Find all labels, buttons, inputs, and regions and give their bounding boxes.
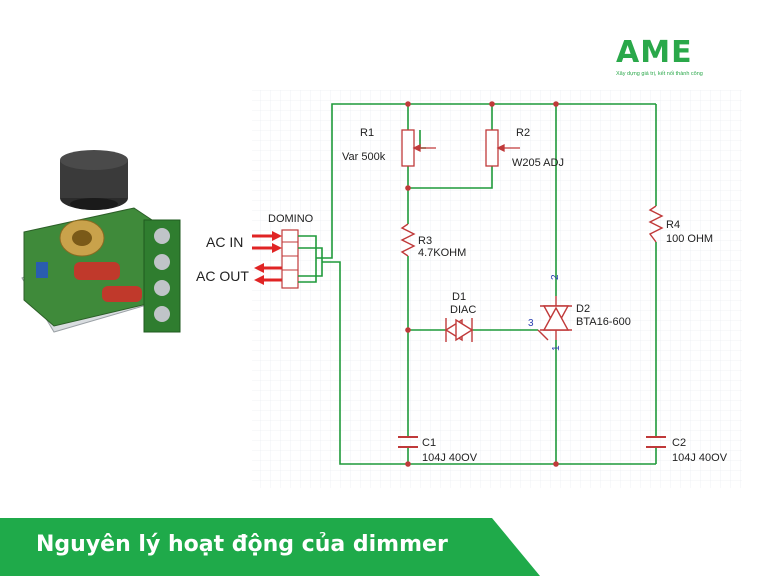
- r2-name: R2: [516, 127, 530, 139]
- r2-value: W205 ADJ: [512, 157, 564, 169]
- r1-potentiometer: [401, 129, 415, 167]
- r3-name: R3: [418, 235, 432, 247]
- banner-title: Nguyên lý hoạt động của dimmer: [36, 532, 448, 557]
- r4-name: R4: [666, 219, 680, 231]
- r1-value: Var 500k: [342, 151, 386, 163]
- brand-name: AME: [616, 35, 693, 70]
- d1-value: DIAC: [450, 304, 476, 316]
- brand-logo: AME Xây dựng giá trị, kết nối thành công: [616, 38, 736, 88]
- c1-capacitor: [398, 436, 418, 448]
- dimmer-module-image: [21, 150, 181, 333]
- r2-potentiometer: [485, 129, 499, 167]
- r3-value: 4.7KOHM: [418, 247, 466, 259]
- brand-tagline: Xây dựng giá trị, kết nối thành công: [616, 71, 703, 77]
- d2-name: D2: [576, 303, 590, 315]
- d1-diac: [444, 318, 474, 342]
- domino-connector: [281, 229, 299, 289]
- c2-name: C2: [672, 437, 686, 449]
- d2-triac: [537, 296, 572, 341]
- r4-value: 100 OHM: [666, 233, 713, 245]
- d2-value: BTA16-600: [576, 316, 631, 328]
- ac-out-label: AC OUT: [196, 268, 249, 284]
- ac-out-arrows: [254, 263, 282, 285]
- c2-value: 104J 40OV: [672, 452, 728, 464]
- ac-in-arrows: [252, 231, 282, 253]
- ac-in-label: AC IN: [206, 234, 243, 250]
- triac-pin-2: 2: [550, 274, 561, 280]
- d1-name: D1: [452, 291, 466, 303]
- c2-capacitor: [646, 436, 666, 448]
- c1-name: C1: [422, 437, 436, 449]
- r3-resistor: [400, 223, 416, 257]
- domino-label: DOMINO: [268, 213, 314, 225]
- r1-name: R1: [360, 127, 374, 139]
- junction-dots: [405, 101, 559, 467]
- r4-resistor: [648, 205, 664, 243]
- triac-pin-3: 3: [528, 318, 534, 329]
- title-banner: [0, 518, 540, 576]
- triac-pin-1: 1: [551, 345, 562, 351]
- c1-value: 104J 40OV: [422, 452, 478, 464]
